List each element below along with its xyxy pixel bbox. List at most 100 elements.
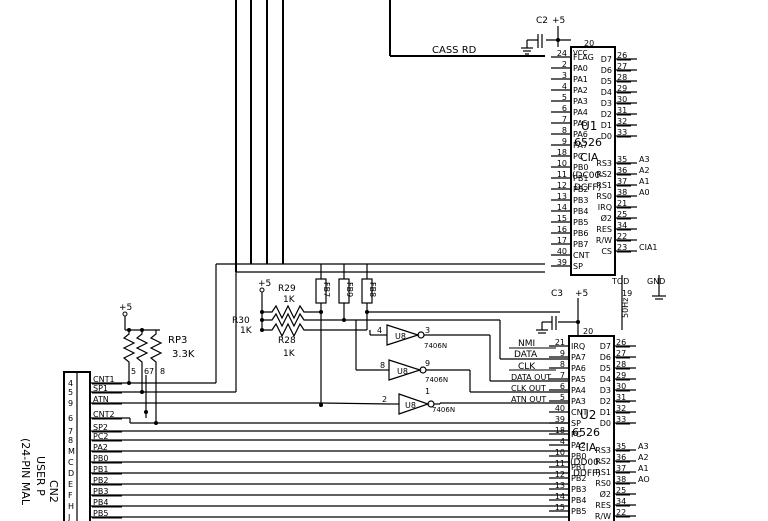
connector-net: CNT2 (93, 410, 115, 419)
buffer-c-part: 7406N (432, 406, 455, 414)
u1-left-pin-label: PB0 (573, 163, 588, 172)
r29-value: 1K (283, 295, 296, 305)
rp3-value: 3.3K (172, 349, 195, 360)
u2-right-pin-num: 36 (616, 453, 626, 462)
u1-left-pin-label: PB4 (573, 207, 588, 216)
rp3-pin5: 5 (131, 367, 136, 376)
u2-right-pin-signal: A1 (638, 464, 649, 473)
u2-left-pin-label: PA4 (571, 386, 586, 395)
u1-left-pin-num: 14 (557, 203, 567, 212)
u2-right-pin-label: Ø2 (600, 489, 611, 499)
u1-left-pin-label: PA3 (573, 97, 588, 106)
u2-right-pin-num: 33 (616, 415, 626, 424)
tod-net: 50Hz (621, 298, 630, 318)
u2-net-nmi: NMI (518, 339, 535, 349)
connector-pin: C (68, 458, 74, 467)
user-port-connector: (24-PIN MAL USER P CN2 (19, 371, 91, 521)
buffer-u8-c: U8 2 1 7406N (355, 320, 569, 415)
u1-chip: U1 6526 CIA (DC00- DCFF) VCC 20 TOD GND … (570, 39, 665, 298)
connector-pin: 4 (68, 379, 73, 388)
fb7-label: FB7 (322, 282, 331, 297)
u1-right-pin-num: 38 (617, 188, 627, 197)
u2-left-pin-label: PB3 (571, 485, 586, 494)
u1-left-pin-num: 13 (557, 192, 567, 201)
u1-right-pin-signal: A2 (639, 166, 650, 175)
u2-net-labels: NMI DATA CLK DATA OUT CLK OUT ATN OUT (509, 339, 556, 404)
u2-right-pin-label: D2 (600, 397, 611, 406)
u2-type: CIA (578, 441, 597, 454)
rp3-pin7: 7 (149, 367, 154, 376)
top-bus-wires (235, 0, 545, 272)
u1-left-pin-label: FLAG (573, 53, 594, 62)
u1-left-pin-label: SP (573, 262, 583, 271)
u1-right-pin-signal: A3 (639, 155, 650, 164)
u1-right-pin-label: D3 (601, 99, 612, 108)
u2-left-pin-label: PB2 (571, 474, 586, 483)
connector-net: SP2 (93, 423, 108, 432)
u2-left-pin-num: 14 (555, 492, 565, 501)
u1-left-pin-num: 15 (557, 214, 567, 223)
u2-right-pin-signal: A3 (638, 442, 649, 451)
connector-pin: D (68, 469, 74, 478)
u2-left-pin-num: 7 (560, 371, 565, 380)
u1-part: 6526 (574, 136, 602, 149)
u2-right-pin-num: 38 (616, 475, 626, 484)
u1-right-pin-num: 31 (617, 106, 627, 115)
u2-left-pin-num: 9 (560, 349, 565, 358)
fb9-label: FB9 (345, 282, 354, 297)
connector-pin: 8 (68, 436, 73, 445)
u2-right-pin-label: D3 (600, 386, 611, 395)
u1-left-pin-label: PA5 (573, 119, 588, 128)
u2-right-pin-num: 31 (616, 393, 626, 402)
connector-pin: H (68, 502, 74, 511)
c2-supply: +5 (552, 16, 565, 26)
u1-right-pin-label: RES (596, 225, 612, 234)
u2-vcc-pin: 20 (583, 327, 593, 336)
u1-right-pin-num: 23 (617, 243, 627, 252)
u2-right-pin-num: 22 (616, 508, 626, 517)
rp3-supply: +5 (119, 303, 132, 313)
u2-right-pin-label: RS0 (595, 479, 611, 488)
u2-left-pin-num: 5 (560, 393, 565, 402)
connector-net: PB3 (93, 487, 108, 496)
c3-capacitor: C3 +5 (536, 289, 588, 336)
u2-left-pin-label: PA2 (571, 441, 586, 450)
u2-right-pin-num: 26 (616, 338, 626, 347)
u1-left-pin-label: PA2 (573, 86, 588, 95)
u1-vcc-label: VCC (573, 49, 588, 57)
u2-left-pin-num: 11 (555, 459, 565, 468)
u2-left-pin-num: 39 (555, 415, 565, 424)
rp3-pullup: +5 RP3 3.3K 5 6 7 8 (119, 303, 195, 424)
u1-left-pin-label: PB1 (573, 174, 588, 183)
u1-left-pin-label: PB6 (573, 229, 588, 238)
u2-part: 6526 (572, 426, 600, 439)
rp3-pin6: 6 (144, 367, 149, 376)
u2-range-b: DDFF) (573, 469, 601, 479)
u2-left-pin-label: PA7 (571, 353, 586, 362)
u2-left-pin-label: PA6 (571, 364, 586, 373)
u2-left-pin-label: IRQ (571, 342, 585, 351)
connector-pin: 9 (68, 399, 73, 408)
connector-pin: 6 (68, 414, 73, 423)
connector-title-1: (24-PIN MAL (19, 438, 32, 506)
u1-right-pin-num: 27 (617, 62, 627, 71)
u2-net-data: DATA (514, 350, 538, 360)
u1-left-pin-num: 16 (557, 225, 567, 234)
u2-net-atn-out: ATN OUT (511, 395, 546, 404)
u1-left-pin-label: CNT (573, 251, 590, 260)
u2-right-pin-signal: A2 (638, 453, 649, 462)
rp3-pin8: 8 (160, 367, 165, 376)
connector-pin: E (68, 480, 73, 489)
buffer-c-out: 1 (425, 387, 430, 396)
u2-right-pin-num: 32 (616, 404, 626, 413)
u1-left-pin-num: 8 (562, 126, 567, 135)
u1-left-pin-num: 24 (557, 49, 567, 58)
u1-left-pin-num: 3 (562, 71, 567, 80)
u2-net-clk: CLK (518, 362, 536, 372)
connector-net: PB5 (93, 509, 108, 518)
connector-net: PA2 (93, 443, 108, 452)
u1-cnt-sp-wires (215, 263, 545, 392)
